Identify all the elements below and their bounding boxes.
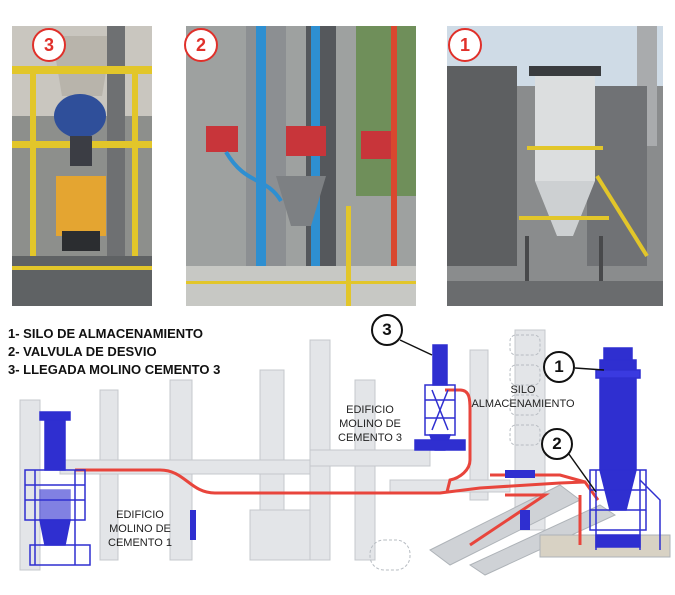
- callout-1: 1: [543, 351, 575, 383]
- pipe-supports: [190, 470, 535, 540]
- label-edificio-molino-3: EDIFICIO MOLINO DE CEMENTO 3: [330, 403, 410, 445]
- plant-3d-layout: [19, 329, 671, 576]
- silo-structure: [589, 347, 661, 550]
- label-silo-line-1: SILO: [510, 384, 536, 396]
- label-edificio3-line-2: MOLINO DE: [339, 418, 401, 430]
- photo-badge-1: 1: [448, 28, 482, 62]
- callout-2: 2: [541, 428, 573, 460]
- legend-item-3: 3- LLEGADA MOLINO CEMENTO 3: [8, 362, 221, 377]
- legend-item-1: 1- SILO DE ALMACENAMIENTO: [8, 326, 204, 341]
- photo-badge-3: 3: [32, 28, 66, 62]
- label-silo-almacenamiento: SILO ALMACENAMIENTO: [468, 383, 578, 411]
- label-edificio1-line-3: CEMENTO 1: [108, 537, 172, 549]
- label-edificio-molino-1: EDIFICIO MOLINO DE CEMENTO 1: [100, 508, 180, 550]
- photo-valvula-desvio: [186, 26, 416, 306]
- label-silo-line-2: ALMACENAMIENTO: [471, 398, 575, 410]
- label-edificio1-line-2: MOLINO DE: [109, 523, 171, 535]
- mill-1-equipment: [24, 411, 91, 566]
- label-edificio3-line-3: CEMENTO 3: [338, 432, 402, 444]
- mill-3-tower: [414, 344, 466, 451]
- legend: 1- SILO DE ALMACENAMIENTO 2- VALVULA DE …: [8, 325, 220, 379]
- callout-leaders: [399, 339, 605, 493]
- label-edificio3-line-1: EDIFICIO: [346, 404, 394, 416]
- label-edificio1-line-1: EDIFICIO: [116, 509, 164, 521]
- callout-3: 3: [371, 314, 403, 346]
- photo-badge-2: 2: [184, 28, 218, 62]
- photo-silo-almacenamiento: [447, 26, 663, 306]
- dashed-outlines: [369, 334, 541, 571]
- legend-item-2: 2- VALVULA DE DESVIO: [8, 344, 157, 359]
- transport-pipe: [75, 388, 600, 547]
- photo-llegada-molino: [12, 26, 152, 306]
